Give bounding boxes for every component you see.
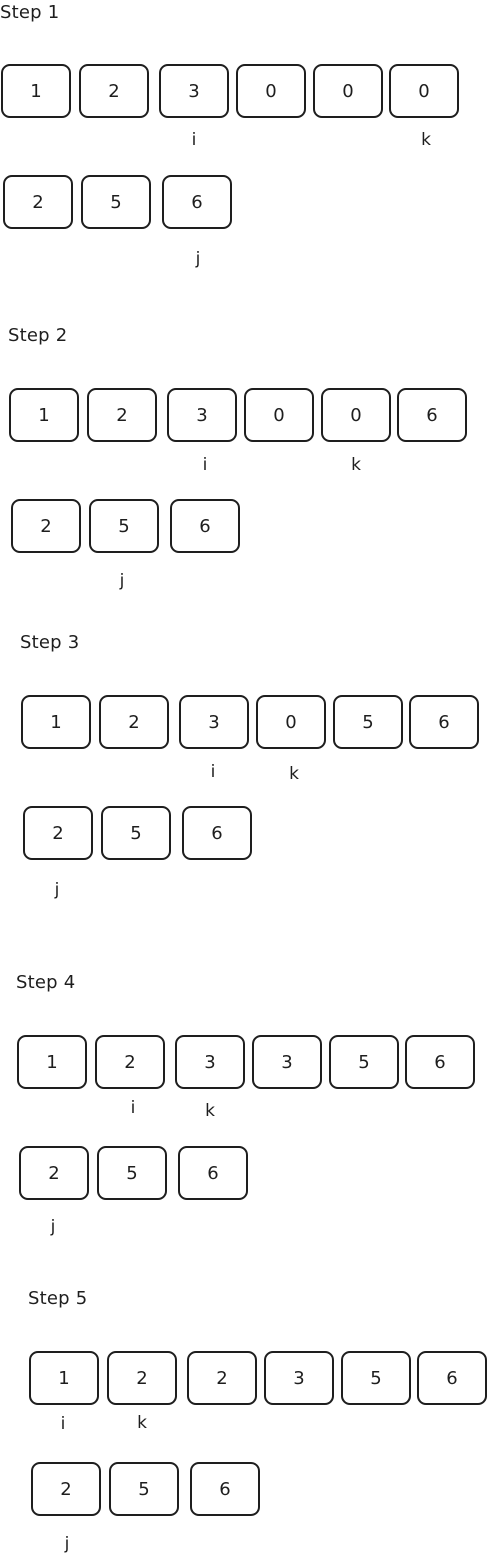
pointer-i: i — [130, 1098, 136, 1118]
pointer-j: j — [64, 1534, 70, 1554]
array-cell: 0 — [389, 64, 459, 118]
array-cell: 2 — [31, 1462, 101, 1516]
pointer-k: k — [289, 764, 299, 784]
array-cell: 2 — [95, 1035, 165, 1089]
array-cell: 6 — [405, 1035, 475, 1089]
array-cell: 6 — [178, 1146, 248, 1200]
array-cell: 6 — [182, 806, 252, 860]
array-cell: 1 — [17, 1035, 87, 1089]
array-cell: 2 — [187, 1351, 257, 1405]
array-cell: 3 — [159, 64, 229, 118]
array-cell: 2 — [99, 695, 169, 749]
step-title: Step 4 — [16, 972, 76, 993]
array-cell: 2 — [19, 1146, 89, 1200]
array-cell: 5 — [101, 806, 171, 860]
array-cell: 3 — [167, 388, 237, 442]
array-cell: 6 — [409, 695, 479, 749]
pointer-j: j — [195, 249, 201, 269]
step-title: Step 5 — [28, 1288, 88, 1309]
array-cell: 3 — [175, 1035, 245, 1089]
pointer-i: i — [202, 455, 208, 475]
array-cell: 0 — [244, 388, 314, 442]
array-cell: 5 — [97, 1146, 167, 1200]
pointer-j: j — [50, 1217, 56, 1237]
array-cell: 5 — [329, 1035, 399, 1089]
pointer-j: j — [54, 880, 60, 900]
array-cell: 0 — [313, 64, 383, 118]
array-cell: 1 — [21, 695, 91, 749]
array-cell: 3 — [252, 1035, 322, 1089]
pointer-k: k — [421, 130, 431, 150]
pointer-i: i — [210, 762, 216, 782]
array-cell: 3 — [179, 695, 249, 749]
array-cell: 3 — [264, 1351, 334, 1405]
array-cell: 6 — [190, 1462, 260, 1516]
step-title: Step 3 — [20, 632, 80, 653]
pointer-i: i — [60, 1414, 66, 1434]
step-title: Step 2 — [8, 325, 68, 346]
array-cell: 6 — [397, 388, 467, 442]
array-cell: 6 — [170, 499, 240, 553]
array-cell: 2 — [107, 1351, 177, 1405]
pointer-k: k — [351, 455, 361, 475]
array-cell: 0 — [236, 64, 306, 118]
pointer-k: k — [137, 1413, 147, 1433]
array-cell: 5 — [109, 1462, 179, 1516]
array-cell: 0 — [321, 388, 391, 442]
array-cell: 1 — [9, 388, 79, 442]
array-cell: 5 — [333, 695, 403, 749]
array-cell: 2 — [11, 499, 81, 553]
array-cell: 5 — [89, 499, 159, 553]
array-cell: 6 — [162, 175, 232, 229]
array-cell: 1 — [29, 1351, 99, 1405]
array-cell: 2 — [87, 388, 157, 442]
pointer-k: k — [205, 1101, 215, 1121]
step-title: Step 1 — [0, 2, 60, 23]
array-cell: 2 — [23, 806, 93, 860]
array-cell: 2 — [79, 64, 149, 118]
pointer-i: i — [191, 130, 197, 150]
array-cell: 2 — [3, 175, 73, 229]
array-cell: 6 — [417, 1351, 487, 1405]
array-cell: 5 — [341, 1351, 411, 1405]
array-cell: 5 — [81, 175, 151, 229]
pointer-j: j — [119, 571, 125, 591]
array-cell: 1 — [1, 64, 71, 118]
array-cell: 0 — [256, 695, 326, 749]
